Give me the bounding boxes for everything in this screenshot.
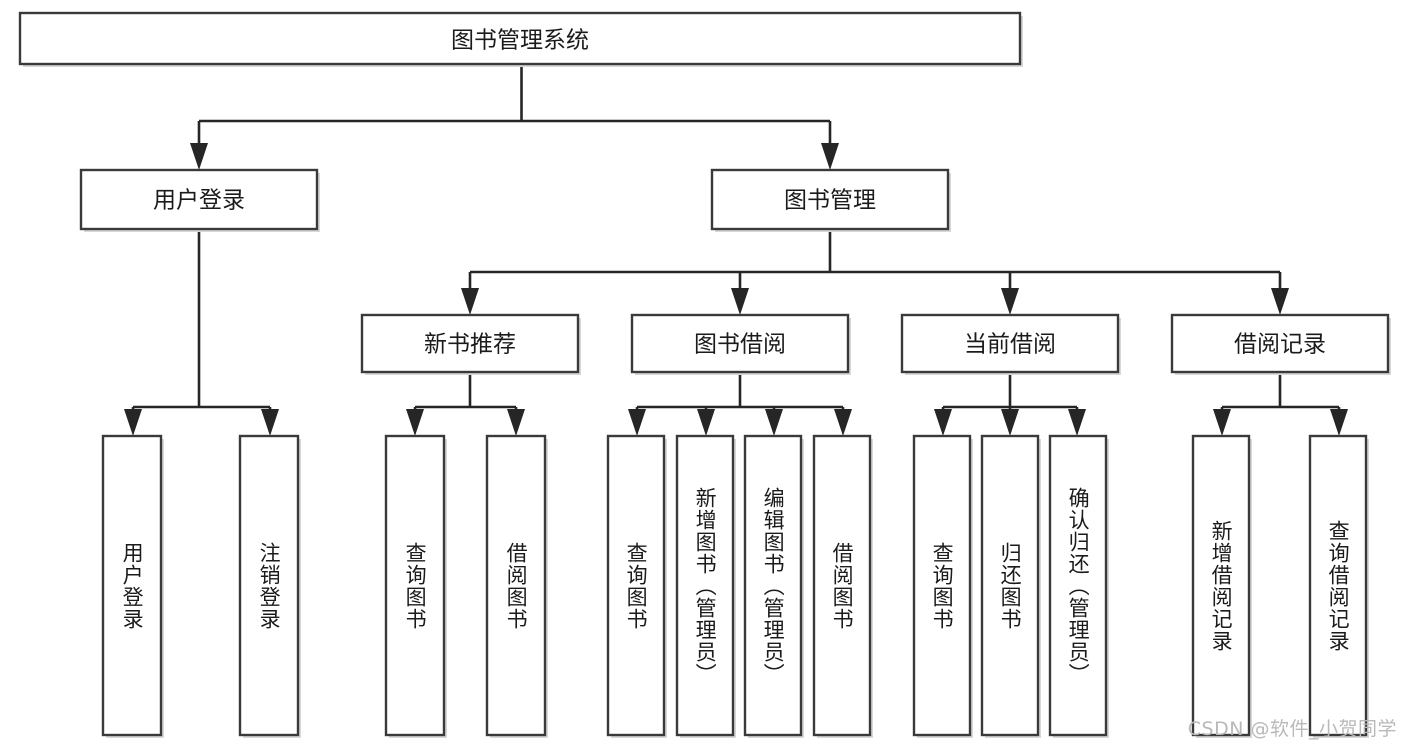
connector-group-root [190,67,839,170]
arrow-head-leaf-borrow-book-1 [507,409,525,436]
node-leaf-confirm-return-rect[interactable] [1048,434,1108,737]
node-leaf-query-book-1-rect[interactable] [384,434,446,737]
node-book-borrow[interactable]: 图书借阅 [630,313,851,375]
node-leaf-logout-login[interactable] [238,434,301,738]
connector-group-book-borrow [628,375,852,436]
arrow-head-new-book-recommend [461,288,479,315]
arrow-head-leaf-add-record [1213,409,1231,436]
node-leaf-query-book-3[interactable] [912,434,973,738]
arrow-head-current-borrow [1001,288,1019,315]
node-leaf-query-book-2-rect[interactable] [606,434,666,737]
node-current-borrow[interactable]: 当前借阅 [900,313,1121,375]
node-leaf-user-login[interactable] [101,434,164,738]
node-borrow-record-rect[interactable] [1170,313,1390,374]
arrow-head-leaf-query-book-1 [406,409,424,436]
arrow-head-leaf-query-book-3 [934,409,952,436]
arrow-head-book-management [821,143,839,170]
node-borrow-record-label: 借阅记录 [1234,332,1326,358]
node-leaf-borrow-book-1[interactable] [485,434,548,738]
node-leaf-query-book-1[interactable] [384,434,447,738]
node-root-rect[interactable] [18,11,1022,66]
connector-group-user-login [124,232,279,436]
node-current-borrow-label: 当前借阅 [964,332,1056,358]
node-user-login-label: 用户登录 [153,188,245,214]
node-new-book-recommend-rect[interactable] [360,313,580,374]
node-current-borrow-rect[interactable] [900,313,1120,374]
node-leaf-query-book-2[interactable] [606,434,667,738]
node-leaf-user-login-rect[interactable] [101,434,163,737]
node-leaf-add-record[interactable] [1191,434,1252,738]
node-leaf-add-record-rect[interactable] [1191,434,1251,737]
node-leaf-edit-book-rect[interactable] [743,434,803,737]
arrow-head-borrow-record [1271,288,1289,315]
node-book-management-rect[interactable] [710,168,950,231]
node-book-borrow-rect[interactable] [630,313,850,374]
arrow-head-leaf-logout-login [261,409,279,436]
arrow-head-leaf-user-login [124,409,142,436]
node-leaf-query-book-3-rect[interactable] [912,434,972,737]
arrow-head-leaf-edit-book [765,409,783,436]
arrow-head-leaf-borrow-book-2 [834,409,852,436]
node-leaf-query-record[interactable] [1308,434,1369,738]
node-leaf-return-book-rect[interactable] [980,434,1040,737]
node-book-management-label: 图书管理 [784,188,876,214]
csdn-watermark: CSDN @软件_小贺同学 [1187,718,1397,740]
node-root[interactable]: 图书管理系统 [18,11,1023,67]
node-leaf-return-book[interactable] [980,434,1041,738]
connector-group-book-management [461,232,1289,315]
node-book-management[interactable]: 图书管理 [710,168,951,232]
node-root-label: 图书管理系统 [451,28,589,54]
node-borrow-record[interactable]: 借阅记录 [1170,313,1391,375]
node-leaf-confirm-return[interactable] [1048,434,1109,738]
arrow-head-leaf-query-record [1330,409,1348,436]
arrow-head-book-borrow [731,288,749,315]
node-new-book-recommend[interactable]: 新书推荐 [360,313,581,375]
node-leaf-borrow-book-2-rect[interactable] [812,434,872,737]
node-leaf-edit-book[interactable] [743,434,804,738]
node-leaf-add-book-rect[interactable] [675,434,735,737]
node-new-book-recommend-label: 新书推荐 [424,332,516,358]
node-book-borrow-label: 图书借阅 [694,332,786,358]
node-user-login-rect[interactable] [79,168,319,231]
arrow-head-leaf-query-book-2 [628,409,646,436]
arrow-head-user-login [190,143,208,170]
arrow-head-leaf-add-book [697,409,715,436]
arrow-head-leaf-confirm-return [1068,409,1086,436]
connector-group-current-borrow [934,375,1086,436]
node-leaf-borrow-book-1-rect[interactable] [485,434,547,737]
connector-group-borrow-record [1213,375,1348,436]
arrow-head-leaf-return-book [1001,409,1019,436]
node-leaf-add-book[interactable] [675,434,736,738]
connector-group-new-book-recommend [406,375,525,436]
node-user-login[interactable]: 用户登录 [79,168,320,232]
node-leaf-query-record-rect[interactable] [1308,434,1368,737]
node-leaf-logout-login-rect[interactable] [238,434,300,737]
node-leaf-borrow-book-2[interactable] [812,434,873,738]
